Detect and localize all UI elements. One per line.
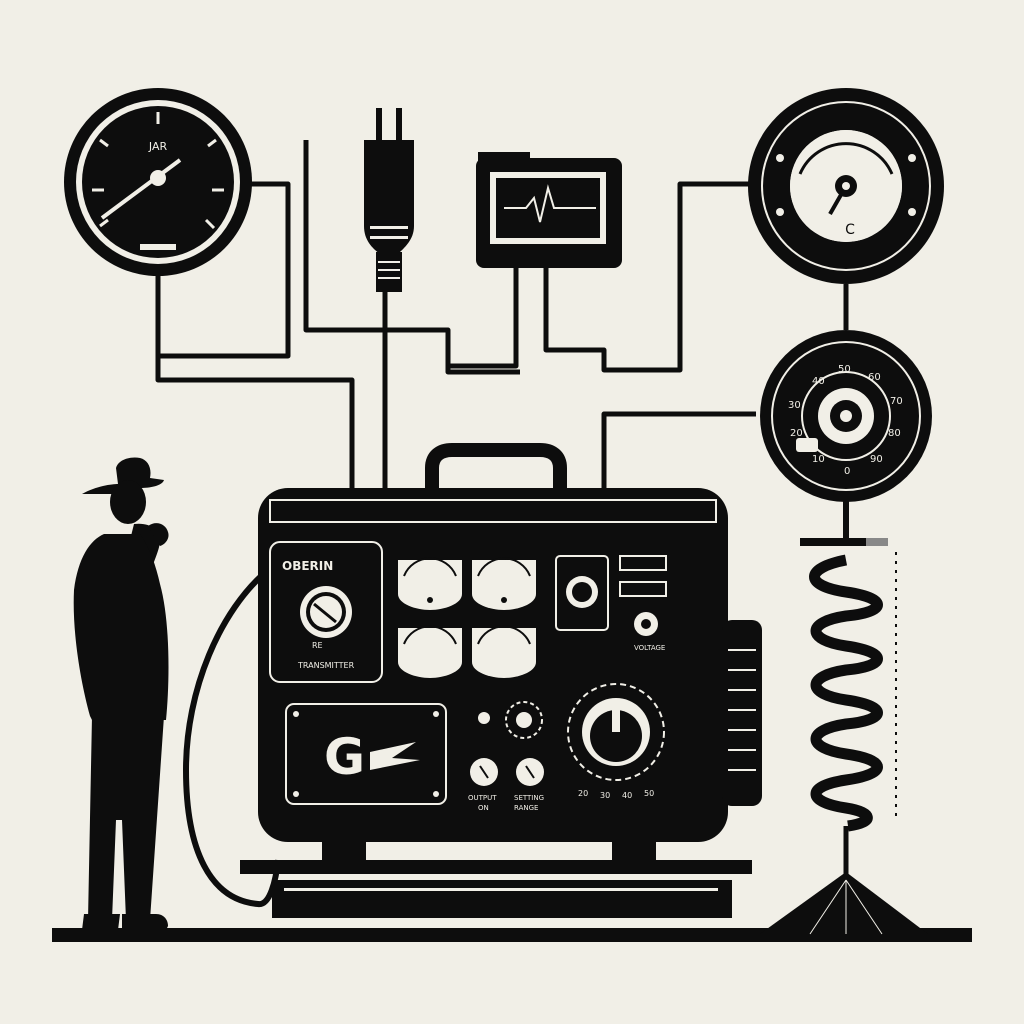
generator-icon: OBERIN RE TRANSMITTER — [258, 443, 762, 842]
wire-right-dial — [601, 411, 756, 490]
dial-number-5: 20 — [790, 428, 803, 439]
panel-right-caption: VOLTAGE — [634, 644, 665, 652]
panel-caption-1: TRANSMITTER — [297, 661, 355, 670]
svg-text:40: 40 — [622, 791, 632, 800]
knob-caption-1: OUTPUT — [468, 794, 497, 802]
generator-base — [240, 838, 752, 918]
ground-line — [52, 928, 972, 942]
plug-icon — [364, 108, 414, 292]
knob-sub-2: RANGE — [514, 804, 538, 812]
generator-logo: G — [324, 728, 365, 786]
gauge-icon: JAR — [64, 88, 252, 276]
panel-caption-2: RE — [312, 641, 323, 650]
wire-left-gauge — [155, 276, 355, 490]
dial-number-4: 70 — [890, 396, 903, 407]
panel-label-top-left: OBERIN — [282, 559, 333, 573]
svg-text:20: 20 — [578, 789, 588, 798]
tuning-dial-icon: 40 50 60 30 70 20 80 10 90 0 — [760, 330, 932, 502]
pressure-dial-icon: C — [748, 88, 944, 284]
svg-text:50: 50 — [644, 789, 654, 798]
oscilloscope-icon — [476, 152, 622, 268]
meter-1 — [398, 557, 462, 610]
wires — [155, 140, 849, 907]
dial-number-2: 60 — [868, 372, 881, 383]
wire-left-gauge-side — [158, 181, 291, 359]
meter-3 — [398, 625, 462, 678]
person-silhouette-icon — [73, 457, 169, 930]
knob-sub-1: ON — [478, 804, 489, 812]
dial-number-7: 10 — [812, 454, 825, 465]
dial-number-8: 90 — [870, 454, 883, 465]
meter-2 — [472, 557, 536, 610]
dial-number-9: 0 — [844, 466, 850, 477]
svg-text:30: 30 — [600, 791, 610, 800]
dial-number-3: 30 — [788, 400, 801, 411]
left-gauge-label: JAR — [148, 140, 168, 153]
meter-4 — [472, 625, 536, 678]
meter-row — [398, 557, 536, 678]
wire-scope-2 — [543, 181, 750, 373]
coil-icon — [760, 500, 928, 935]
right-gauge-letter: C — [845, 222, 855, 238]
wire-frame — [303, 140, 520, 375]
dial-number-1: 50 — [838, 364, 851, 375]
hose — [183, 567, 281, 907]
wire-scope — [448, 266, 519, 369]
knob-caption-2: SETTING — [514, 794, 544, 802]
dial-number-6: 80 — [888, 428, 901, 439]
dial-number-0: 40 — [812, 376, 825, 387]
